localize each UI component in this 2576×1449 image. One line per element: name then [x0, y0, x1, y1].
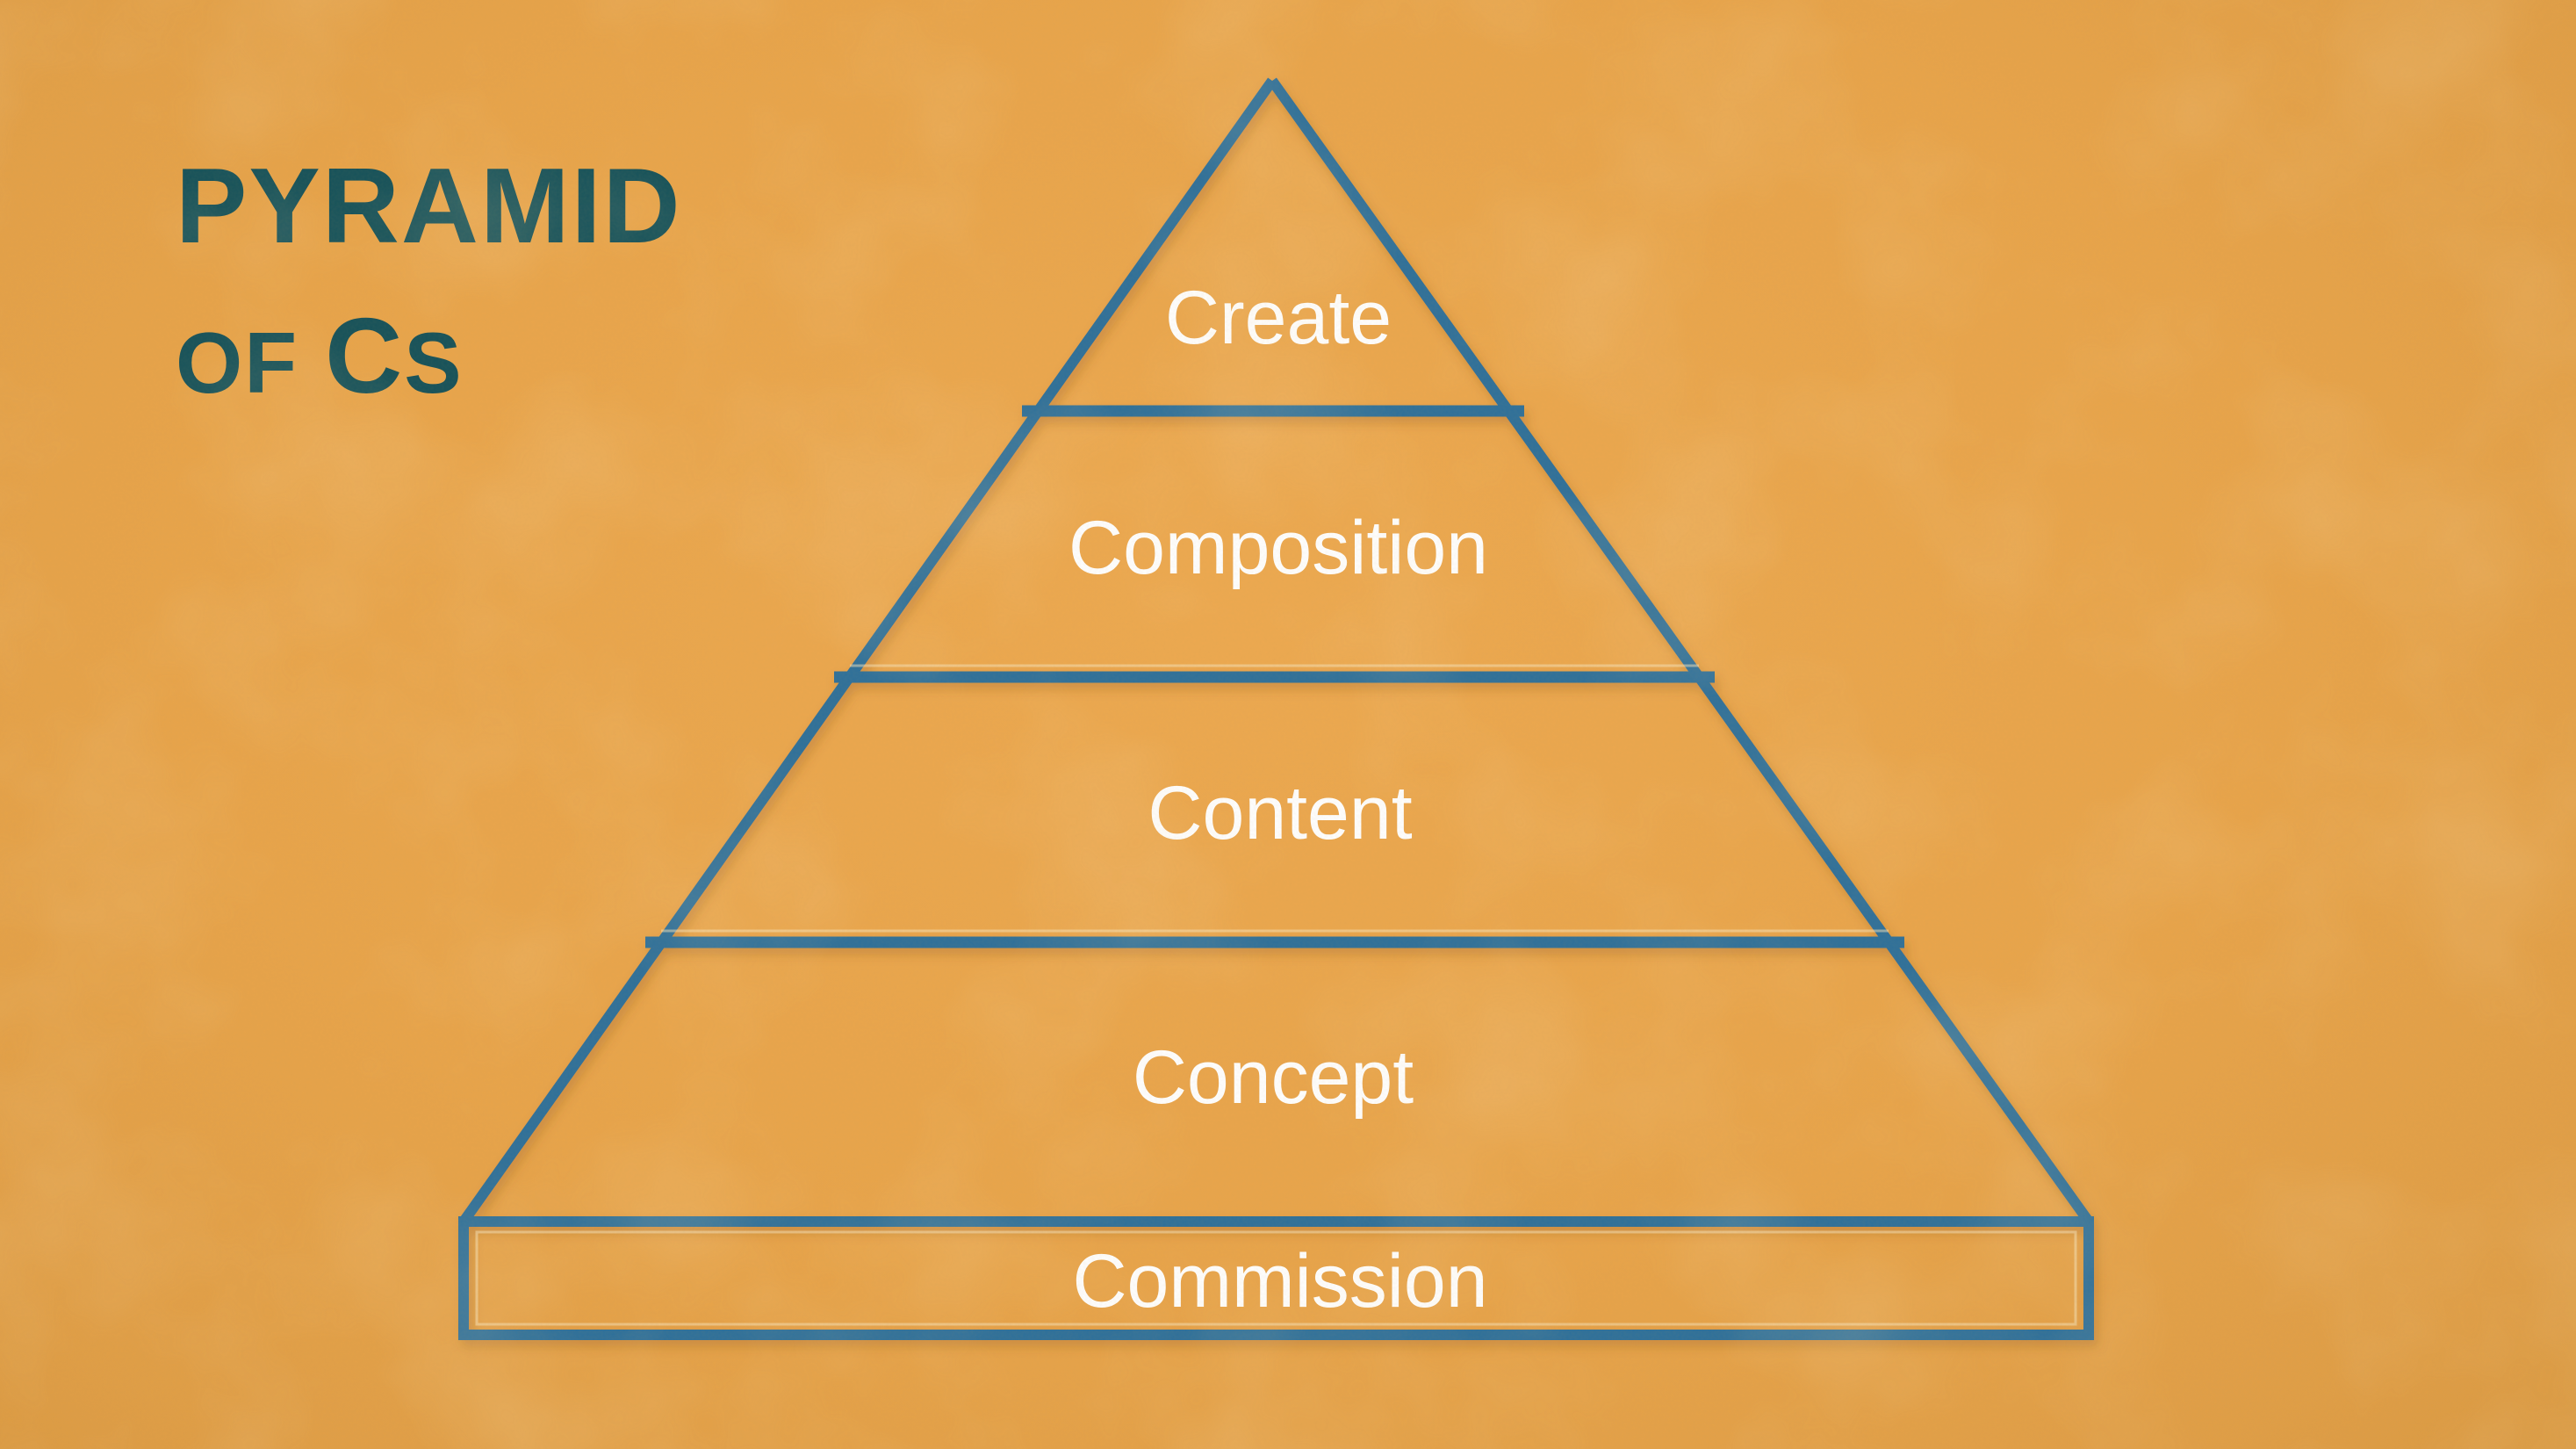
title-line2: OF CS [176, 296, 464, 415]
level-label-concept: Concept [1133, 1035, 1414, 1120]
pyramid-outline [458, 77, 2094, 1340]
level-label-create: Create [1165, 276, 1392, 360]
title-of: OF [176, 314, 299, 411]
pyramid-labels: Create Composition Content Concept Commi… [1069, 276, 1488, 1323]
page-title: PYRAMID OF CS [176, 146, 682, 415]
title-c: C [325, 296, 404, 415]
level-label-commission: Commission [1072, 1239, 1487, 1323]
title-s: S [404, 314, 463, 411]
level-label-composition: Composition [1069, 506, 1488, 590]
title-line1: PYRAMID [176, 146, 682, 265]
level-label-content: Content [1148, 771, 1412, 855]
